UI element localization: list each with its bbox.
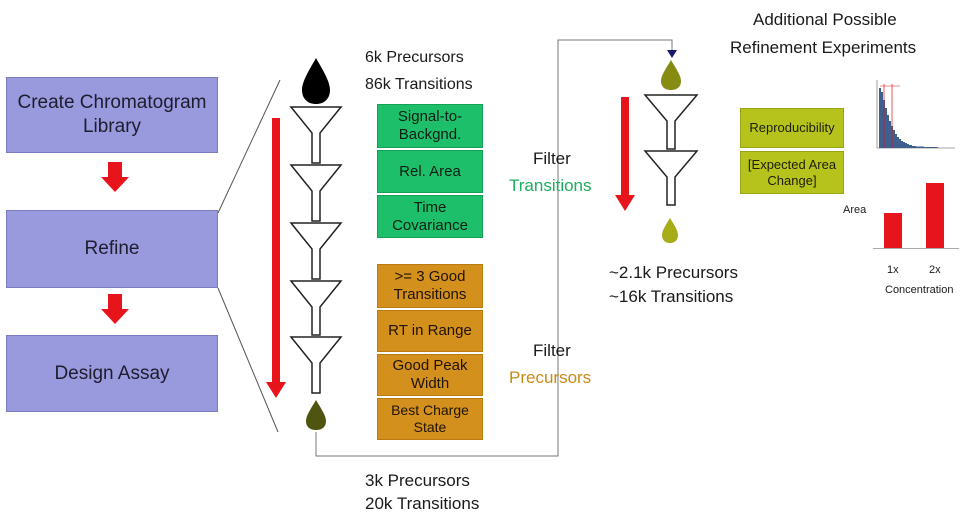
filter-signal-to-background: Signal-to- Backgnd. [377,104,483,148]
additional-title-line2: Refinement Experiments [730,38,917,57]
workflow-step-refine: Refine [6,210,218,288]
filter-good-peak-width: Good Peak Width [377,354,483,396]
filter-signal-to-background-line1: Signal-to- [397,108,463,125]
right-funnel-icon [643,94,699,206]
workflow-step-create-library-line2: Library [82,116,142,137]
filter-precursors-label: Precursors [509,368,592,387]
right-bottom-drop-icon [662,218,678,243]
connector-arrowhead [667,50,677,58]
workflow-step-design-assay: Design Assay [6,335,218,412]
mini-bar-category-1x: 1x [887,264,899,276]
filter-time-covariance-line2: Covariance [392,216,468,234]
filter-best-charge-state: Best Charge State [377,398,483,440]
result-drop-icon [306,400,326,430]
filter-good-peak-width-line1: Good Peak [392,357,468,374]
mini-bar-2x [926,183,944,248]
filter-good-transitions-line2: Transitions [393,286,467,303]
workflow-arrow-2 [101,294,129,324]
filter-best-charge-state-line2: State [413,419,447,435]
right-precursors-count: ~2.1k Precursors [609,263,738,282]
experiment-reproducibility: Reproducibility [740,108,844,148]
histogram-thumbnail [876,80,955,149]
experiment-expected-area-change-line2: Change] [767,172,817,188]
experiment-expected-area-change: [Expected Area Change] [740,151,844,194]
workflow-step-design-assay-label: Design Assay [54,362,170,384]
right-transitions-count: ~16k Transitions [609,287,734,306]
top-precursors-count: 6k Precursors [365,49,464,66]
additional-title-line1: Additional Possible [753,10,897,29]
mini-bar-ylabel: Area [843,204,867,216]
filter-transitions-label: Transitions [509,176,592,195]
workflow-step-create-library: Create Chromatogram Library [6,77,218,153]
filter-time-covariance: Time Covariance [377,195,483,238]
filter-time-covariance-line1: Time [413,198,447,216]
filter-good-peak-width-line2: Width [410,375,450,392]
filter-rt-in-range: RT in Range [377,310,483,352]
zoom-line-top [217,79,281,214]
bottom-transitions-count: 20k Transitions [365,494,480,513]
filter-best-charge-state-line1: Best Charge [391,402,469,419]
filter-good-transitions-line1: >= 3 Good [394,268,466,285]
filter-transitions-word: Filter [533,149,571,168]
mini-bar-xlabel: Concentration [885,284,954,296]
filter-relative-area-label: Rel. Area [399,162,461,180]
workflow-step-create-library-line1: Create Chromatogram [17,92,207,114]
top-transitions-count: 86k Transitions [365,76,473,93]
source-drop-icon [302,58,330,104]
right-top-drop-icon [661,60,681,90]
experiment-reproducibility-label: Reproducibility [749,120,835,136]
left-red-arrow [266,118,286,398]
workflow-arrow-1 [101,162,129,192]
filter-rt-in-range-label: RT in Range [388,322,472,339]
filter-relative-area: Rel. Area [377,150,483,193]
zoom-line-bottom [217,287,279,433]
right-red-arrow [615,97,635,211]
mini-bar-category-2x: 2x [929,264,941,276]
mini-bar-1x [884,213,902,248]
connector-line [315,39,673,457]
experiment-expected-area-change-line1: [Expected Area [747,156,837,172]
bottom-precursors-count: 3k Precursors [365,471,470,490]
workflow-step-refine-label: Refine [84,238,140,260]
filter-good-transitions: >= 3 Good Transitions [377,264,483,308]
mini-bar-axis [873,248,959,249]
filter-signal-to-background-line2: Backgnd. [398,126,462,143]
filter-precursors-word: Filter [533,341,571,360]
funnel-stack-icon [289,106,343,394]
